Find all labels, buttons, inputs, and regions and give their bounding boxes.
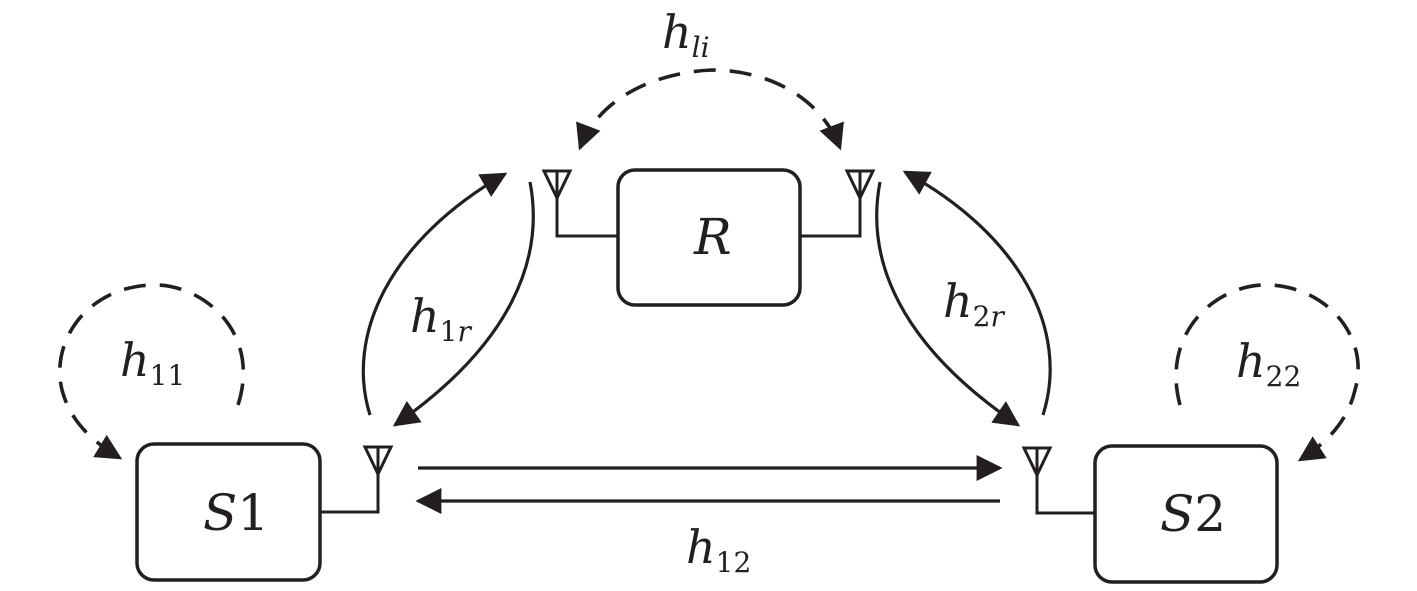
relay-to-s1-link [392, 181, 535, 427]
hli-loop-interference [576, 68, 844, 151]
relay-label: R [693, 208, 732, 266]
relay-to-s2-link [875, 181, 1021, 427]
relay-left-antenna-feed [555, 196, 618, 238]
s2-to-relay-link [902, 170, 1052, 416]
s2-antenna-icon [1021, 446, 1053, 479]
relay-right-antenna-feed [800, 196, 862, 238]
h2r-label: h2r [943, 274, 1005, 333]
h12-label: h12 [686, 520, 751, 579]
h11-label: h11 [120, 333, 185, 392]
s1-antenna-feed [320, 472, 380, 514]
relay-left-antenna-icon [541, 169, 573, 202]
h1r-label: h1r [410, 289, 472, 348]
h22-self-loop [1174, 283, 1360, 462]
s2-antenna-feed [1035, 473, 1095, 515]
hli-label: hli [662, 5, 710, 64]
s1-to-relay-link [361, 172, 508, 416]
h22-label: h22 [1236, 334, 1301, 393]
h11-self-loop [58, 283, 246, 460]
relay-right-antenna-icon [844, 169, 876, 202]
s1-antenna-icon [362, 445, 394, 478]
s2-label: S2 [1160, 485, 1226, 543]
s1-label: S1 [203, 484, 269, 542]
